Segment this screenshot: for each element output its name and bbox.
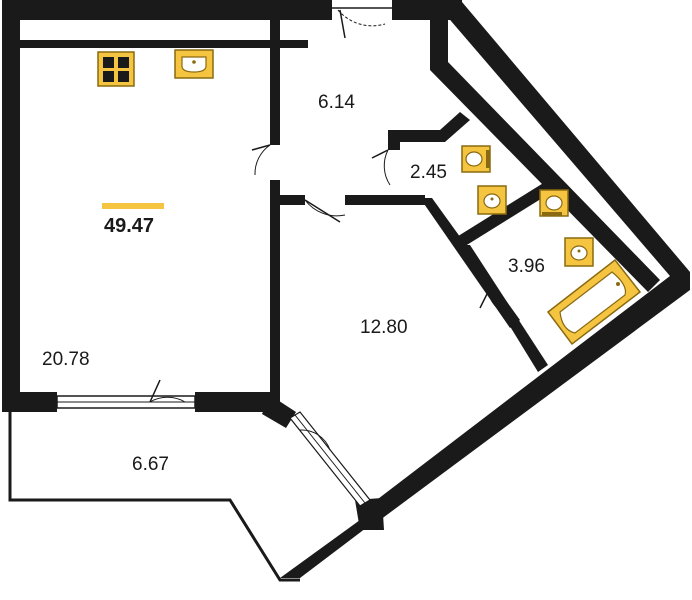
balcony-door[interactable] bbox=[56, 379, 196, 409]
washbasin-icon bbox=[564, 237, 594, 267]
bedroom-door[interactable] bbox=[304, 199, 346, 223]
bath-area: 3.96 bbox=[508, 256, 545, 277]
kitchen-sink-icon bbox=[174, 49, 214, 79]
hall-area: 6.14 bbox=[318, 92, 355, 113]
loggia-area: 6.67 bbox=[132, 454, 169, 475]
bathtub-icon bbox=[546, 258, 642, 346]
bedroom-balcony-door[interactable] bbox=[289, 411, 371, 507]
bedroom-area: 12.80 bbox=[360, 317, 408, 338]
living-area: 20.78 bbox=[42, 349, 90, 370]
wc-door[interactable] bbox=[371, 149, 391, 186]
loggia-outline bbox=[8, 412, 300, 582]
toilet-icon bbox=[461, 145, 491, 173]
outer-walls bbox=[2, 0, 690, 530]
interior-walls bbox=[20, 20, 552, 395]
washbasin-icon bbox=[477, 185, 507, 215]
stove-icon bbox=[97, 51, 135, 87]
wc-area: 2.45 bbox=[410, 162, 447, 183]
loggia-corner-wall bbox=[280, 520, 370, 578]
total-area: 49.47 bbox=[104, 215, 154, 237]
bath-door[interactable] bbox=[479, 291, 519, 319]
living-door[interactable] bbox=[251, 144, 271, 176]
entrance-door[interactable] bbox=[332, 7, 392, 39]
toilet-icon bbox=[539, 189, 569, 217]
total-area-underline bbox=[102, 203, 164, 209]
